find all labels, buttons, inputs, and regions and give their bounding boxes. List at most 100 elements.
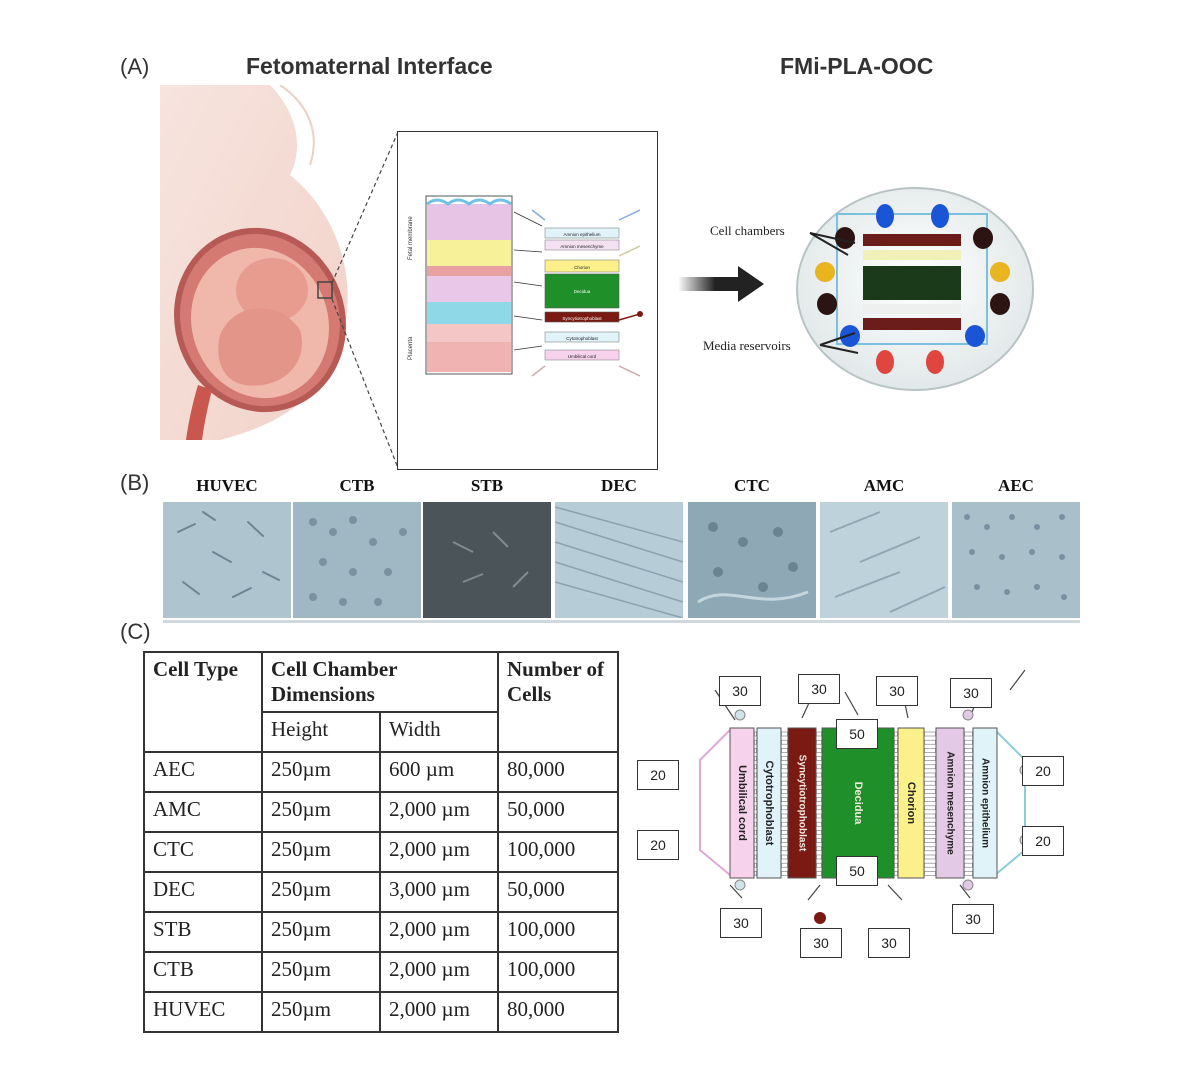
top-box-4: 30 <box>950 678 992 708</box>
center-box-top: 50 <box>836 719 878 749</box>
microchannel <box>894 731 898 737</box>
microchannel <box>964 821 973 827</box>
micrograph-label-aec: AEC <box>998 476 1034 495</box>
microchannel <box>816 805 822 811</box>
microchannel <box>964 862 973 868</box>
cell-count: 50,000 <box>497 791 619 833</box>
chamber-label-syncytiotrophoblast: Syncytiotrophoblast <box>796 755 807 852</box>
microchannel <box>894 821 898 827</box>
cell-type: CTC <box>143 831 263 873</box>
cell-count: 80,000 <box>497 991 619 1033</box>
syncytiotrophoblast-port <box>814 912 826 924</box>
width-value: 2,000 µm <box>379 831 499 873</box>
micrograph-label-huvec: HUVEC <box>196 476 258 495</box>
chamber-amnion-epithelium <box>972 727 998 879</box>
microchannel <box>924 805 936 811</box>
microchannel <box>781 805 788 811</box>
inset-tissue-schematic: Fetal membrane Placenta Amnion epitheliu… <box>408 195 643 377</box>
microchannel <box>964 838 973 843</box>
panel-a-label: (A) <box>120 54 150 79</box>
media-reservoirs-callout: Media reservoirs <box>703 338 791 353</box>
top-box-2: 30 <box>798 674 840 704</box>
microchannel <box>816 748 822 753</box>
fmi-pla-ooc-title: FMi-PLA-OOC <box>780 53 934 79</box>
micrograph-label-dec: DEC <box>601 476 637 495</box>
micrograph-ctc: CTC <box>688 476 816 618</box>
chamber-syncytiotrophoblast <box>787 727 817 879</box>
microchannel <box>964 830 973 835</box>
microchannel <box>754 772 757 778</box>
microchannel <box>816 813 822 819</box>
chamber-label-umbilical-cord: Umbilical cord <box>736 765 748 841</box>
microchannel <box>964 789 973 794</box>
chamber-chorion <box>897 727 925 879</box>
top-box-1: 30 <box>719 676 761 706</box>
microchannel <box>964 739 973 745</box>
microchannel <box>816 797 822 802</box>
chamber-label-cytotrophoblast: Cytotrophoblast <box>763 761 775 846</box>
chamber-label-amnion-mesenchyme: Amnion mesenchyme <box>944 751 955 855</box>
height-value: 250µm <box>261 871 381 913</box>
microchannel <box>816 821 822 827</box>
micrograph-label-ctb: CTB <box>339 476 375 495</box>
microchannel <box>781 756 788 761</box>
microchannel <box>894 854 898 860</box>
microchannel <box>754 789 757 794</box>
microchannel <box>894 846 898 852</box>
microchannel <box>964 756 973 761</box>
microchannel <box>964 805 973 811</box>
header-height: Height <box>261 711 381 753</box>
microchannel <box>816 846 822 852</box>
width-value: 2,000 µm <box>379 951 499 993</box>
inset-layer-decidua: Decidua <box>574 289 591 294</box>
cell-chambers-callout: Cell chambers <box>710 223 785 238</box>
microchannel <box>964 813 973 819</box>
microchannel <box>894 838 898 843</box>
chamber-dimensions-table: Cell Type Cell Chamber Dimensions Number… <box>143 651 619 1033</box>
microchannel <box>924 772 936 778</box>
microchannel <box>816 871 822 876</box>
microchannel <box>816 764 822 770</box>
microchannel <box>754 813 757 819</box>
microchannel <box>781 772 788 778</box>
microchannel <box>754 838 757 843</box>
bottom-box-2: 30 <box>800 928 842 958</box>
fetomaternal-interface-title: Fetomaternal Interface <box>246 53 493 79</box>
microchannel <box>894 756 898 761</box>
microchannel <box>781 731 788 737</box>
left-box-1: 20 <box>637 760 679 790</box>
height-value: 250µm <box>261 911 381 953</box>
microchannel <box>964 797 973 802</box>
microchannel <box>781 797 788 802</box>
microchannel <box>816 830 822 835</box>
inset-layer-amnion-mesenchyme: Amnion mesenchyme <box>560 244 604 249</box>
microchannel <box>781 862 788 868</box>
microchannel <box>924 830 936 835</box>
microchannel <box>894 772 898 778</box>
cell-count: 100,000 <box>497 831 619 873</box>
microchannel <box>964 772 973 778</box>
cell-type: DEC <box>143 871 263 913</box>
microchannel <box>894 813 898 819</box>
microchannel <box>754 862 757 868</box>
inset-layer-chorion: Chorion <box>574 265 590 270</box>
header-number-of-cells: Number of Cells <box>497 651 619 753</box>
height-value: 250µm <box>261 991 381 1033</box>
cell-count: 50,000 <box>497 871 619 913</box>
microchannel <box>964 854 973 860</box>
microchannel <box>894 830 898 835</box>
microchannel <box>924 871 936 876</box>
microchannel <box>964 871 973 876</box>
pregnancy-illustration <box>160 85 348 440</box>
height-value: 250µm <box>261 831 381 873</box>
microchannel <box>754 764 757 770</box>
microchannel <box>781 748 788 753</box>
cell-type: AMC <box>143 791 263 833</box>
microchannel <box>816 838 822 843</box>
microchannel <box>781 789 788 794</box>
microchannel <box>924 748 936 753</box>
microchannel <box>894 739 898 745</box>
